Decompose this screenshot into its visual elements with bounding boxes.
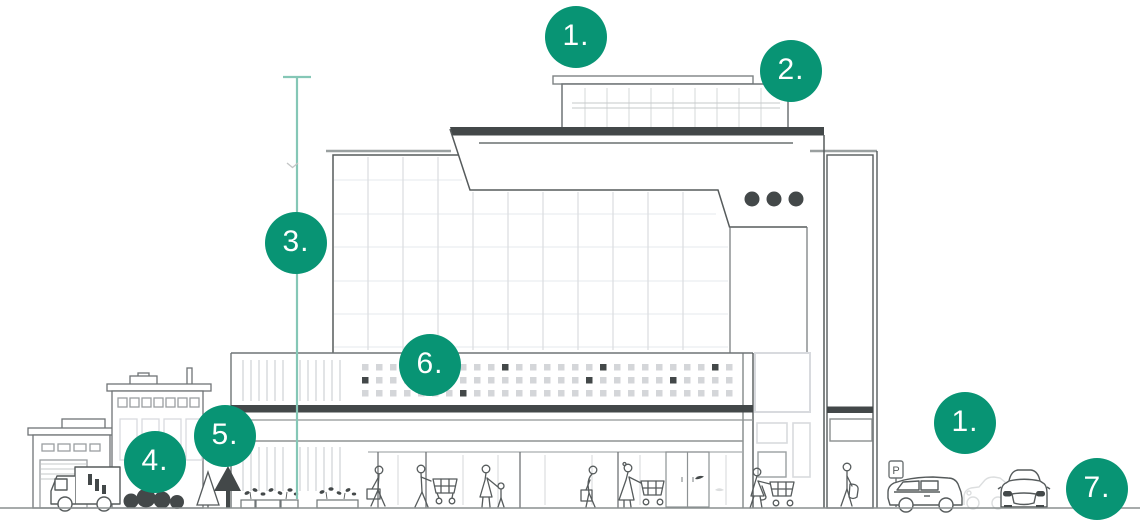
band-building xyxy=(230,352,754,508)
callout-badge-5-tree[interactable]: 5. xyxy=(194,405,256,467)
callout-label: 1. xyxy=(562,19,590,52)
band-dark-stripe xyxy=(231,405,753,413)
callout-label: 3. xyxy=(282,225,310,258)
facade-outline xyxy=(332,128,825,508)
car-front-view xyxy=(997,469,1051,508)
louvers-lower xyxy=(242,447,341,491)
right-scene: P xyxy=(887,460,1051,513)
callout-badge-2-penthouse[interactable]: 2. xyxy=(760,40,822,102)
callout-badge-6-band[interactable]: 6. xyxy=(399,334,461,396)
penthouse xyxy=(552,75,789,131)
tree-dark-icon xyxy=(214,466,241,508)
louvers-upper xyxy=(242,360,341,401)
callout-label: 6. xyxy=(416,347,444,380)
pedestrians xyxy=(366,461,859,509)
callout-badge-4-street[interactable]: 4. xyxy=(124,431,186,493)
recessed-strip xyxy=(754,352,811,478)
parking-sign-letter: P xyxy=(892,465,899,477)
callout-label: 2. xyxy=(777,53,805,86)
pedestrian-mother-child xyxy=(479,464,505,508)
height-guide-line xyxy=(283,75,311,499)
vent-dots-icon xyxy=(744,191,804,207)
callout-label: 1. xyxy=(951,405,979,438)
pedestrian-with-cart-3 xyxy=(749,467,795,509)
bushes xyxy=(123,488,184,509)
callout-label: 5. xyxy=(211,418,239,451)
bird-icon xyxy=(695,475,704,480)
pedestrian-briefcase xyxy=(366,465,386,507)
shopping-cart-icon xyxy=(432,478,458,505)
pedestrian-walking xyxy=(840,462,859,507)
pedestrian-with-bag xyxy=(580,465,598,508)
facade-inner-edges xyxy=(729,227,808,353)
shopping-cart-icon xyxy=(640,480,665,506)
shopping-cart-icon xyxy=(769,481,795,507)
right-wing xyxy=(826,151,878,509)
window-grid xyxy=(334,157,728,350)
chevron-down-icon xyxy=(286,162,299,169)
pedestrian-with-cart-2 xyxy=(618,461,665,508)
callout-badge-1-parking[interactable]: 1. xyxy=(934,392,996,454)
callout-badge-3-height[interactable]: 3. xyxy=(265,212,327,274)
entrance-door xyxy=(665,451,710,508)
pedestrian-with-cart-1 xyxy=(414,464,458,508)
callout-label: 4. xyxy=(141,444,169,477)
street-level xyxy=(242,447,743,508)
storefront-glass xyxy=(397,455,727,505)
minivan xyxy=(887,476,963,513)
callout-badge-1-rooftop[interactable]: 1. xyxy=(545,6,607,68)
bird-shadow-icon xyxy=(715,488,724,492)
callout-badge-7-cars[interactable]: 7. xyxy=(1066,458,1128,520)
callout-label: 7. xyxy=(1083,471,1111,504)
roof-bar xyxy=(450,127,824,136)
